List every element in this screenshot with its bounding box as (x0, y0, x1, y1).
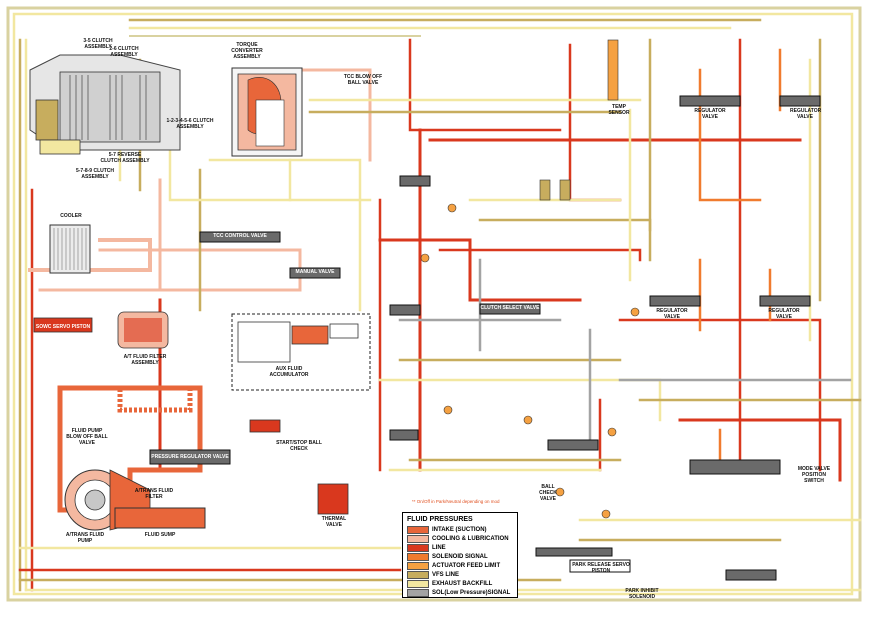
legend-label: LINE (432, 545, 446, 551)
valve-bodies (199, 39, 821, 581)
legend-swatch (407, 553, 429, 561)
passage-line-h (438, 248, 642, 262)
pump-blowoff-label: FLUID PUMP BLOW OFF BALL VALVE (66, 428, 108, 446)
passage-converter-3 (208, 158, 362, 312)
at-trans-filter-label: A/TRANS FLUID FILTER (134, 488, 174, 500)
sowc-label: SOWC SERVO PISTON (35, 324, 91, 330)
legend-item: INTAKE (SUCTION) (407, 526, 487, 534)
passage-line-d (408, 38, 562, 132)
cooler-drawing (49, 224, 91, 274)
legend-item: ACTUATOR FEED LIMIT (407, 562, 500, 570)
temp-sensor-label: TEMP SENSOR (608, 104, 630, 116)
legend-title: FLUID PRESSURES (407, 516, 473, 523)
legend-label: SOLENOID SIGNAL (432, 554, 488, 560)
legend-item: SOLENOID SIGNAL (407, 553, 488, 561)
legend-label: SOL(Low Pressure)SIGNAL (432, 590, 511, 596)
torque-converter-drawing (231, 67, 303, 157)
torque-converter-label: TORQUE CONVERTER ASSEMBLY (231, 42, 263, 60)
tcc-blowoff-label: TCC BLOW OFF BALL VALVE (343, 74, 383, 86)
at-trans-pump-label: A/TRANS FLUID PUMP (65, 532, 105, 544)
park-inhibit-label: PARK INHIBIT SOLENOID (625, 588, 659, 600)
legend-swatch (407, 580, 429, 588)
clutch-4567-label: 5-7-8-9 CLUTCH ASSEMBLY (75, 168, 115, 180)
legend-swatch (407, 535, 429, 543)
legend-item: SOL(Low Pressure)SIGNAL (407, 589, 510, 597)
legend-label: EXHAUST BACKFILL (432, 581, 493, 587)
clutch-26-label: 2-6 CLUTCH ASSEMBLY (109, 46, 139, 58)
passage-vfs-17 (168, 128, 372, 202)
legend-item: EXHAUST BACKFILL (407, 580, 492, 588)
passage-converter-1 (298, 68, 372, 162)
passage-line-main (378, 238, 582, 302)
clutch-pack-drawing (29, 54, 181, 155)
legend-label: ACTUATOR FEED LIMIT (432, 563, 501, 569)
legend-label: VFS LINE (432, 572, 460, 578)
thermal-label: THERMAL VALVE (321, 516, 347, 528)
park-servo-label: PARK RELEASE SERVO PISTON (572, 562, 630, 574)
pump-area (57, 385, 349, 531)
passage-outer-top (6, 6, 862, 602)
legend-item: LINE (407, 544, 446, 552)
passage-line-j (678, 418, 842, 482)
sump-label: FLUID SUMP (144, 532, 176, 538)
legend-swatch (407, 544, 429, 552)
legend-label: COOLING & LUBRICATION (432, 536, 509, 542)
start-stop-label: START/STOP BALL CHECK (276, 440, 322, 452)
passage-outer-top-2 (12, 12, 854, 596)
park-neutral-note: ** On/Off in Park/Neutral depending on m… (412, 499, 500, 504)
clutch-select-label: CLUTCH SELECT VALVE (480, 305, 540, 311)
legend-item: VFS LINE (407, 571, 459, 579)
clutch-123456-label: 1-2-3-4-5-6 CLUTCH ASSEMBLY (166, 118, 214, 130)
manual-valve-label: MANUAL VALVE (295, 269, 335, 275)
legend-label: INTAKE (SUCTION) (432, 527, 487, 533)
sowc-servo-drawing (33, 317, 93, 333)
legend-swatch (407, 526, 429, 534)
mode-valve-label: MODE VALVE POSITION SWITCH (797, 466, 831, 484)
at-filter-label: A/T FLUID FILTER ASSEMBLY (123, 354, 167, 366)
passage-vfs-8 (378, 378, 662, 422)
regulator-label-3: REGULATOR VALVE (656, 308, 688, 320)
check-markers (420, 203, 640, 519)
legend-swatch (407, 562, 429, 570)
legend-swatch (407, 571, 429, 579)
passage-sol-1 (698, 68, 762, 202)
at-filter-drawing (117, 311, 169, 349)
legend-swatch (407, 589, 429, 597)
regulator-label-2: REGULATOR VALVE (790, 108, 822, 120)
regulator-label-1: REGULATOR VALVE (694, 108, 726, 120)
legend-item: COOLING & LUBRICATION (407, 535, 509, 543)
tcc-control-label: TCC CONTROL VALVE (213, 233, 267, 239)
clutch-35-label: 3-5 CLUTCH ASSEMBLY (83, 38, 113, 50)
fluid-pressure-legend: FLUID PRESSURES INTAKE (SUCTION) COOLING… (402, 512, 518, 598)
passage-vfs-4 (478, 218, 652, 262)
clutch-57rev-label: 5-7 REVERSE CLUTCH ASSEMBLY (100, 152, 150, 164)
regulator-label-4: REGULATOR VALVE (768, 308, 800, 320)
accumulator-box (231, 313, 371, 391)
accumulator-label: AUX FLUID ACCUMULATOR (269, 366, 309, 378)
ball-check-label: BALL CHECK VALVE (539, 484, 557, 502)
pressure-reg-label: PRESSURE REGULATOR VALVE (151, 454, 229, 460)
cooler-label: COOLER (60, 213, 82, 219)
